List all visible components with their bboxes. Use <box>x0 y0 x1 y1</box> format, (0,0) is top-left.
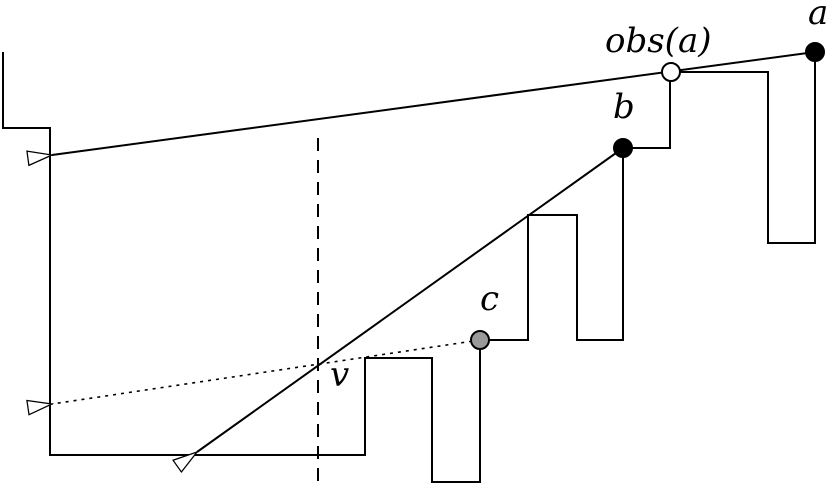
ray-from-b <box>172 147 624 474</box>
label-a: a <box>808 0 828 33</box>
ray-from-a <box>26 51 816 167</box>
ray-from-c <box>26 339 481 416</box>
point-a <box>805 42 825 62</box>
point-c <box>470 330 490 350</box>
label-v: v <box>330 355 349 395</box>
point-obs-a <box>661 62 681 82</box>
point-b <box>613 138 633 158</box>
label-c: c <box>480 279 499 319</box>
label-b: b <box>613 87 635 127</box>
label-obs-a: obs(a) <box>605 21 711 61</box>
terrain-outline <box>2 52 816 483</box>
